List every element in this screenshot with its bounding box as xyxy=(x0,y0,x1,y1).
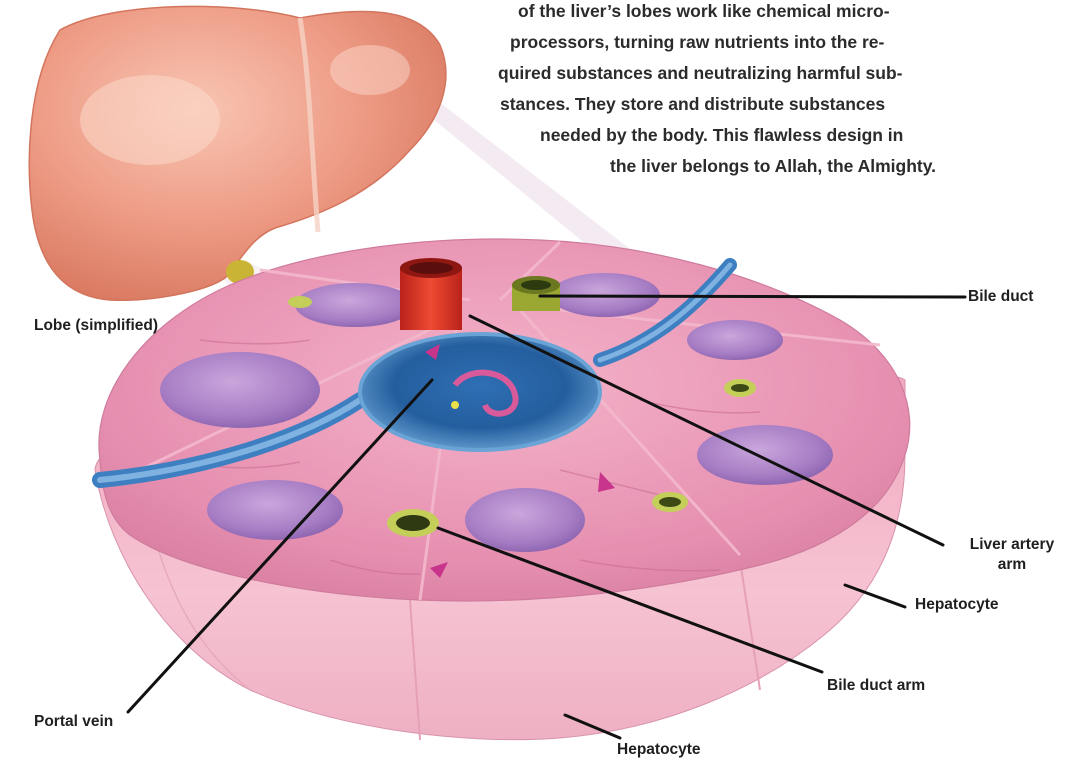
liver-artery-label-line2: arm xyxy=(955,555,1069,575)
portal-vein-label: Portal vein xyxy=(34,712,113,732)
lobe-block xyxy=(95,239,910,740)
bile-duct-label: Bile duct xyxy=(968,287,1033,307)
caption-line: needed by the body. This flawless design… xyxy=(540,120,875,151)
caption-line: of the liver’s lobes work like chemical … xyxy=(518,0,875,27)
caption-line: the liver belongs to Allah, the Almighty… xyxy=(610,151,875,182)
caption-line: processors, turning raw nutrients into t… xyxy=(510,27,875,58)
liver-artery-label: Liver artery arm xyxy=(955,535,1069,575)
bile-duct-arm-label: Bile duct arm xyxy=(827,676,925,696)
hepatocyte-bottom-label: Hepatocyte xyxy=(617,740,701,760)
caption-line: stances. They store and distribute subst… xyxy=(500,89,875,120)
hepatocyte-right-label: Hepatocyte xyxy=(915,595,999,615)
lobe-label: Lobe (simplified) xyxy=(34,316,158,336)
caption-line: quired substances and neutralizing harmf… xyxy=(498,58,875,89)
liver-artery-label-line1: Liver artery xyxy=(955,535,1069,555)
bile-duct-leader xyxy=(540,296,965,297)
hepatic-artery xyxy=(400,258,462,330)
caption-paragraph: of the liver’s lobes work like chemical … xyxy=(470,0,875,182)
